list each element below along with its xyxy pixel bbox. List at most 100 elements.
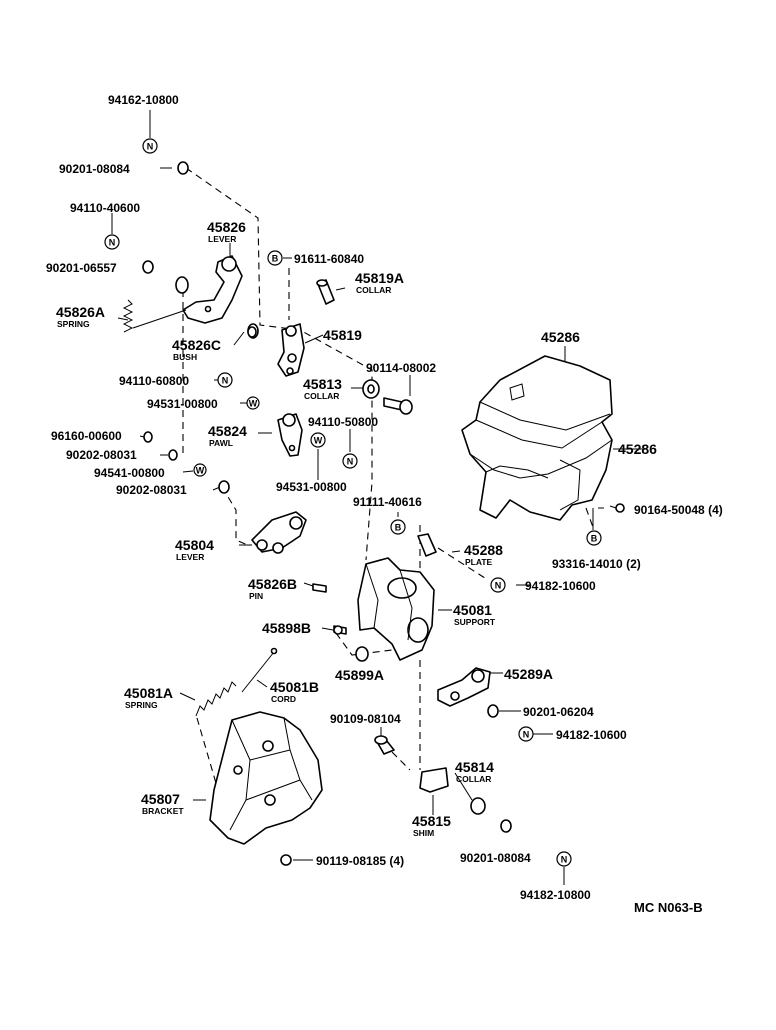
part-name: SPRING <box>57 319 90 329</box>
part-90109-bolt <box>374 735 395 755</box>
part-45289a-bracket <box>437 667 491 707</box>
nut-symbol: N <box>142 138 158 154</box>
part-number: 90202-08031 <box>66 448 137 462</box>
part-number: 45826B <box>248 576 297 592</box>
callout-labels: 94162-10800 90201-08084 94110-40600 4582… <box>46 93 723 915</box>
part-name: COLLAR <box>356 285 391 295</box>
bolt-symbol: B <box>390 519 406 535</box>
washer-symbol: W <box>246 396 260 410</box>
nut-symbol: N <box>342 453 358 469</box>
part-45804-lever <box>251 511 307 554</box>
part-45826a-spring <box>122 299 187 333</box>
part-45286-column-cover <box>461 355 613 521</box>
part-number: 45898B <box>262 620 311 636</box>
part-number: 96160-00600 <box>51 429 122 443</box>
part-number: 45288 <box>464 542 503 558</box>
svg-text:B: B <box>272 254 279 264</box>
part-number: 45081A <box>124 685 173 701</box>
svg-text:N: N <box>495 581 502 591</box>
part-90114-bolt <box>383 397 413 415</box>
part-number: 94110-50800 <box>308 415 378 429</box>
nut-symbol: N <box>556 851 572 867</box>
svg-text:B: B <box>395 523 402 533</box>
part-number: 45289A <box>504 666 553 682</box>
part-90119-bolt <box>280 854 292 866</box>
part-number: 45286 <box>541 329 580 345</box>
svg-text:N: N <box>347 457 354 467</box>
part-number: 91111-40616 <box>353 495 422 509</box>
part-45826-lever <box>182 255 243 324</box>
svg-text:N: N <box>222 376 229 386</box>
part-number: 45899A <box>335 667 384 683</box>
part-number: 90201-06557 <box>46 261 117 275</box>
nut-symbol: N <box>104 234 120 250</box>
part-name: PIN <box>249 591 263 601</box>
part-number: 94110-40600 <box>70 201 140 215</box>
part-45288-plate <box>417 533 437 557</box>
part-45815-shim <box>419 767 449 793</box>
part-number: 45819 <box>323 327 362 343</box>
part-name: COLLAR <box>304 391 339 401</box>
part-45081a-spring <box>195 681 237 717</box>
part-90201-06204-washer <box>487 704 499 718</box>
part-number: 94182-10600 <box>556 728 627 742</box>
part-name: SHIM <box>413 828 434 838</box>
part-45813-collar <box>362 379 380 399</box>
part-number: 45819A <box>355 270 404 286</box>
nut-symbol: N <box>518 726 534 742</box>
part-number: 45804 <box>175 537 214 553</box>
part-number: 45813 <box>303 376 342 392</box>
part-number: 90202-08031 <box>116 483 187 497</box>
washer-symbol: W <box>310 432 326 448</box>
part-45899a-washer <box>355 646 369 662</box>
svg-text:W: W <box>249 399 258 409</box>
bolt-symbol: B <box>586 530 602 546</box>
part-name: BRACKET <box>142 806 184 816</box>
part-45826b-pin <box>312 583 327 593</box>
nut-symbol: N <box>490 577 506 593</box>
part-number: 45081 <box>453 602 492 618</box>
part-45814-collar <box>470 797 486 815</box>
part-name: SPRING <box>125 700 158 710</box>
part-number: 90201-08084 <box>460 851 531 865</box>
svg-text:N: N <box>109 238 116 248</box>
part-45824-pawl <box>277 413 303 457</box>
part-number: 94182-10600 <box>525 579 596 593</box>
part-number: 45826A <box>56 304 105 320</box>
part-number: 94110-60800 <box>119 374 189 388</box>
part-number: 94531-00800 <box>276 480 347 494</box>
svg-text:W: W <box>314 436 323 446</box>
dashed-assembly-lines <box>182 167 595 791</box>
part-number: 45824 <box>208 423 247 439</box>
part-number: 94182-10800 <box>520 888 591 902</box>
drawing-reference: MC N063-B <box>634 900 703 915</box>
part-number: 45286 <box>618 441 657 457</box>
part-number: 94541-00800 <box>94 466 165 480</box>
part-number: 91611-60840 <box>294 252 364 266</box>
part-number: 45826C <box>172 337 221 353</box>
part-small-washers-left <box>143 326 257 494</box>
part-name: BUSH <box>173 352 197 362</box>
svg-text:B: B <box>591 534 598 544</box>
part-name: SUPPORT <box>454 617 496 627</box>
svg-text:N: N <box>523 730 530 740</box>
part-45081-support <box>357 557 435 661</box>
part-name: PLATE <box>465 557 493 567</box>
washer-symbol: W <box>193 463 207 477</box>
part-name: LEVER <box>208 234 236 244</box>
part-number: 94531-00800 <box>147 397 218 411</box>
part-number: 45807 <box>141 791 180 807</box>
part-number: 90119-08185 (4) <box>316 854 404 868</box>
part-number: 94162-10800 <box>108 93 179 107</box>
part-45081b-cord <box>241 647 278 693</box>
svg-text:W: W <box>196 466 205 476</box>
part-number: 45826 <box>207 219 246 235</box>
part-number: 45815 <box>412 813 451 829</box>
part-45807-bracket <box>209 711 323 845</box>
svg-text:N: N <box>561 855 568 865</box>
part-90201-08084-washer <box>500 819 512 833</box>
svg-text:N: N <box>147 142 154 152</box>
part-number: 90164-50048 (4) <box>634 503 723 517</box>
part-name: PAWL <box>209 438 233 448</box>
part-45819a-collar <box>316 279 335 305</box>
